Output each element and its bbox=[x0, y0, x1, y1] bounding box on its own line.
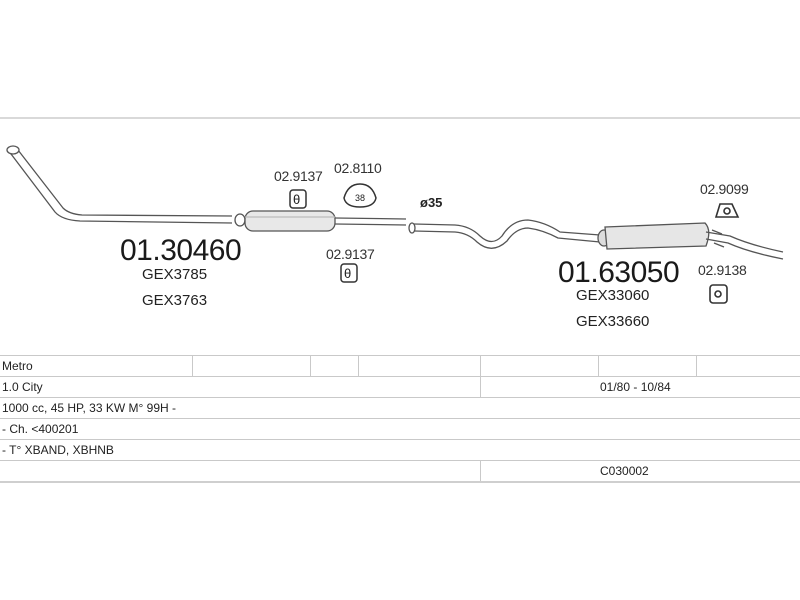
engine-cell: 1000 cc, 45 HP, 33 KW M° 99H - bbox=[0, 397, 800, 419]
hanger-b-part-number: 02.9138 bbox=[698, 262, 747, 278]
rear-silencer-ref-2: GEX33660 bbox=[576, 313, 650, 330]
chassis-cell: - Ch. <400201 bbox=[0, 418, 800, 440]
hanger-a-icon bbox=[714, 203, 740, 218]
model-cell: Metro bbox=[0, 355, 192, 377]
period-cell: 01/80 - 10/84 bbox=[598, 376, 800, 398]
clamp-symbol-a: θ bbox=[289, 189, 307, 209]
table-row: 1.0 City 01/80 - 10/84 bbox=[0, 376, 800, 398]
svg-text:θ: θ bbox=[293, 192, 300, 207]
gasket-part-number: 02.8110 bbox=[334, 160, 382, 176]
table-row: - Ch. <400201 bbox=[0, 418, 800, 440]
hanger-a-part-number: 02.9099 bbox=[700, 181, 749, 197]
pipe-diameter-label: ø35 bbox=[420, 195, 443, 210]
table-row: C030002 bbox=[0, 460, 800, 483]
rear-silencer bbox=[597, 222, 784, 260]
top-divider bbox=[0, 117, 800, 119]
hanger-b-icon bbox=[709, 284, 728, 304]
middle-silencer bbox=[244, 210, 407, 232]
front-pipe-ref-1: GEX3785 bbox=[142, 266, 208, 283]
table-row: Metro bbox=[0, 355, 800, 377]
rear-silencer-part-number: 01.63050 bbox=[558, 256, 680, 289]
gasket-drawing: 38 bbox=[343, 183, 377, 208]
front-pipe bbox=[6, 145, 246, 227]
code-cell: C030002 bbox=[598, 460, 800, 483]
vehicle-spec-table: Metro 1.0 City 01/80 - 10/84 1000 cc, 45… bbox=[0, 355, 800, 483]
types-cell: - T° XBAND, XBHNB bbox=[0, 439, 800, 461]
table-row: - T° XBAND, XBHNB bbox=[0, 439, 800, 461]
front-pipe-ref-2: GEX3763 bbox=[142, 292, 208, 309]
exhaust-diagram: 38 θ θ bbox=[6, 145, 784, 304]
clamp-symbol-b: θ bbox=[340, 263, 358, 283]
svg-text:θ: θ bbox=[344, 266, 351, 281]
front-pipe-part-number: 01.30460 bbox=[120, 234, 242, 267]
rear-silencer-ref-1: GEX33060 bbox=[576, 287, 650, 304]
clamp-a-part-number: 02.9137 bbox=[274, 168, 323, 184]
rear-pipe bbox=[408, 219, 601, 249]
gasket-inner-label: 38 bbox=[355, 193, 365, 203]
table-row: 1000 cc, 45 HP, 33 KW M° 99H - bbox=[0, 397, 800, 419]
clamp-b-part-number: 02.9137 bbox=[326, 246, 375, 262]
version-cell: 1.0 City bbox=[0, 376, 480, 398]
